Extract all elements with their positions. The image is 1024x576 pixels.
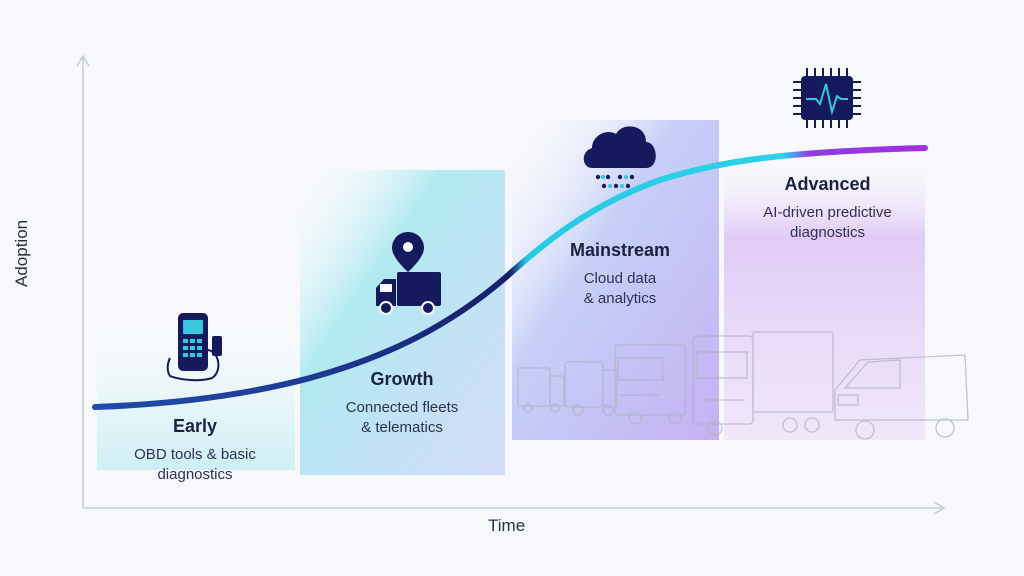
advanced-band — [724, 150, 925, 440]
stage-description: AI-driven predictive diagnostics — [763, 204, 892, 241]
stage-early: Early OBD tools & basic diagnostics — [100, 416, 290, 485]
growth-band — [300, 170, 505, 475]
x-axis-arrow — [933, 501, 946, 515]
van-icon-1 — [517, 367, 565, 413]
stage-description: Connected fleets & telematics — [345, 399, 459, 436]
obd-scanner-icon — [166, 313, 222, 382]
adoption-curve — [92, 145, 928, 410]
stage-description: Cloud data & analytics — [583, 270, 657, 307]
ai-chip-icon — [793, 68, 861, 128]
stage-title: Growth — [370, 369, 434, 389]
truck-icon-2 — [692, 331, 834, 436]
axes — [76, 54, 946, 515]
stage-description: OBD tools & basic diagnostics — [134, 446, 256, 483]
stage-mainstream: Mainstream Cloud data & analytics — [515, 240, 725, 309]
van-icon-3 — [834, 354, 969, 440]
stage-title: Mainstream — [569, 240, 671, 260]
truck-icon-1 — [614, 344, 686, 425]
stage-title: Early — [172, 416, 218, 436]
location-truck-icon — [376, 232, 441, 315]
stage-advanced: Advanced AI-driven predictive diagnostic… — [725, 174, 930, 243]
stage-title: Advanced — [784, 174, 871, 194]
vehicle-illustrations — [517, 331, 969, 440]
van-icon-2 — [564, 361, 618, 416]
stage-growth: Growth Connected fleets & telematics — [302, 369, 502, 438]
cloud-data-icon — [583, 126, 656, 189]
y-axis-arrow — [76, 54, 90, 67]
x-axis-label: Time — [488, 516, 526, 535]
y-axis-label: Adoption — [12, 219, 31, 287]
